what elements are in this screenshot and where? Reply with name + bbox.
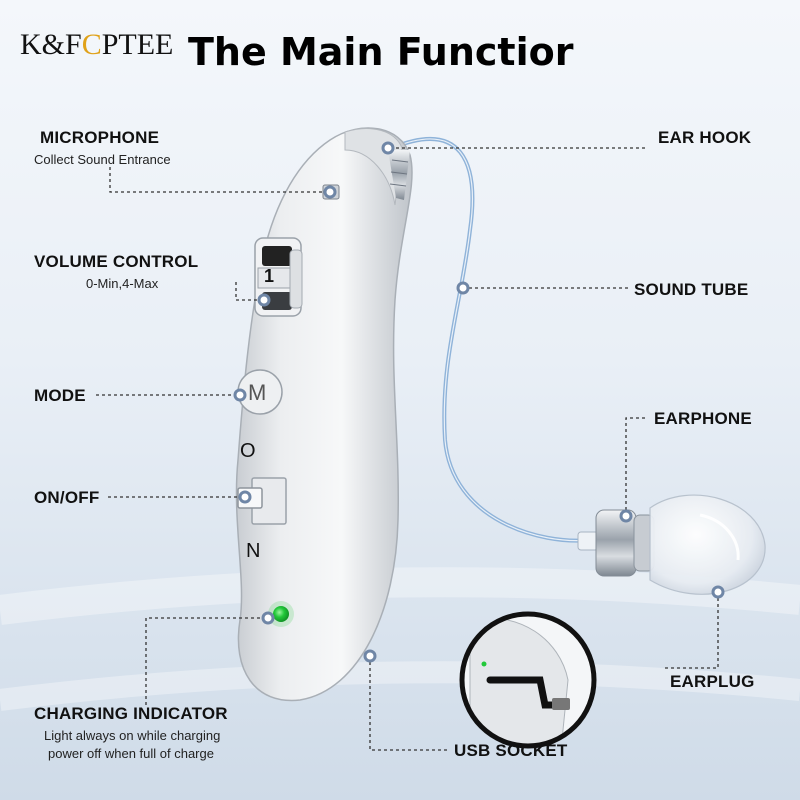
usb-socket-label: USB SOCKET: [454, 741, 568, 760]
leader-dots: [233, 141, 725, 663]
ear-hook-label: EAR HOOK: [658, 128, 752, 147]
microphone-label: MICROPHONE: [40, 128, 160, 147]
sound-tube-label: SOUND TUBE: [634, 280, 749, 299]
page-title: The Main Functior: [188, 30, 574, 74]
earphone-label: EARPHONE: [654, 409, 752, 428]
volume-leader: [235, 282, 264, 301]
brand-logo: K&FCPTEE: [20, 28, 173, 62]
earphone-receiver: [577, 509, 655, 577]
earphone-leader: [625, 417, 646, 516]
top-grille: [388, 150, 410, 200]
logo-left-text: K&F: [20, 28, 82, 61]
sound-tube: [391, 136, 591, 543]
on-off-label: ON/OFF: [34, 488, 100, 507]
earplug-label: EARPLUG: [670, 672, 755, 691]
charging-indicator-label: CHARGING INDICATOR: [34, 704, 228, 723]
earplug-dome: [649, 494, 766, 595]
microphone-desc: Collect Sound Entrance: [34, 152, 171, 167]
earplug-leader: [664, 592, 719, 669]
leader-lines: [96, 147, 719, 751]
volume-control-desc: 0-Min,4-Max: [86, 276, 159, 291]
usb-leader: [369, 656, 448, 751]
volume-number: 1: [264, 266, 275, 286]
volume-control-label: VOLUME CONTROL: [34, 252, 199, 271]
on-letter: O: [240, 440, 256, 462]
charging-led: [273, 606, 289, 622]
logo-mark: C: [81, 28, 102, 61]
mode-label: MODE: [34, 386, 86, 405]
off-letter: N: [246, 540, 261, 562]
charging-indicator-desc-2: power off when full of charge: [48, 746, 214, 761]
usb-socket-inset: [459, 611, 597, 749]
charging-leader: [145, 617, 268, 705]
mode-letter: M: [248, 380, 267, 405]
microphone-leader: [109, 167, 330, 193]
logo-right-text: PTEE: [101, 28, 174, 61]
charging-indicator-desc-1: Light always on while charging: [44, 728, 221, 743]
